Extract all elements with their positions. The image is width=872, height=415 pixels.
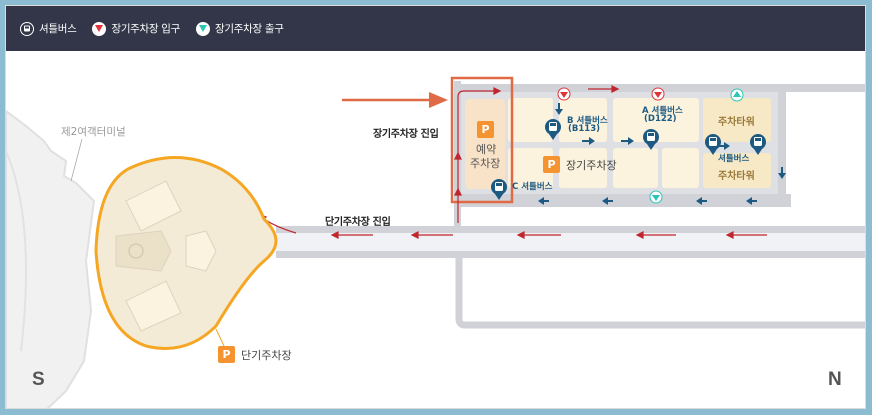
shuttle-pin-b [545, 119, 561, 140]
short-term-parking-area [94, 156, 278, 350]
compass-south: S [32, 369, 45, 390]
compass-north: N [828, 369, 842, 390]
reserved-parking-area [465, 99, 505, 189]
traffic-flow-arrows [256, 85, 767, 239]
map-frame: 셔틀버스 장기주차장 입구 장기주차장 출구 [5, 5, 866, 409]
short-term-parking-label: 단기주차장 [241, 349, 292, 362]
parking-tower-label-2: 주차타워 [718, 171, 755, 182]
shuttle-b-code: (B113) [568, 124, 600, 134]
exit-marker-1 [730, 88, 744, 102]
exit-marker-2 [649, 190, 663, 204]
long-term-parking-label: 장기주차장 [566, 159, 617, 172]
shuttle-pin-c [491, 179, 507, 200]
shuttle-c-name: C 셔틀버스 [512, 182, 553, 192]
entry-pointer-arrow [342, 92, 448, 108]
legend-label-shuttle: 셔틀버스 [39, 23, 77, 35]
reserved-parking-label-2: 주차장 [470, 157, 501, 170]
legend-label-entrance: 장기주차장 입구 [111, 23, 181, 35]
legend-label-exit: 장기주차장 출구 [215, 23, 284, 35]
long-term-entry-label: 장기주차장 진입 [373, 129, 439, 140]
map-graphics [6, 76, 865, 408]
reserved-parking-label-1: 예약 [476, 143, 497, 156]
legend-item-shuttle: 셔틀버스 [20, 21, 77, 36]
entrance-marker-2 [651, 87, 665, 101]
short-term-parking-badge: P [218, 346, 235, 363]
shuttle-bus-icon [20, 21, 34, 36]
parking-map: 제2여객터미널 장기주차장 진입 단기주차장 진입 P 예약 주차장 P 장기주… [6, 51, 865, 408]
shuttle-b-name: B 셔틀버스 [567, 116, 608, 126]
entrance-marker-1 [557, 87, 571, 101]
long-term-exit-icon [196, 21, 211, 36]
reserved-parking-highlight [450, 76, 514, 204]
short-term-leader-line [215, 328, 225, 347]
terminal-building [6, 109, 96, 408]
parking-tower-1 [703, 98, 771, 142]
legend-bar: 셔틀버스 장기주차장 입구 장기주차장 출구 [6, 6, 865, 51]
parking-tower-2 [703, 153, 771, 188]
legend-item-entrance: 장기주차장 입구 [92, 21, 180, 36]
shuttle-pin-tower-1 [705, 134, 721, 155]
terminal-label: 제2여객터미널 [61, 126, 126, 138]
parking-tower-label-1: 주차타워 [718, 117, 755, 128]
shuttle-tower-name: 셔틀버스 [718, 154, 750, 164]
shuttle-pin-tower-2 [750, 134, 766, 155]
long-term-parking-badge: P [543, 156, 560, 173]
legend-item-exit: 장기주차장 출구 [196, 21, 284, 36]
shuttle-a-name: A 셔틀버스 [642, 106, 683, 116]
shuttle-pins [491, 119, 766, 200]
shuttle-pin-a [643, 129, 659, 150]
roads [276, 81, 865, 329]
reserved-parking-badge: P [477, 121, 494, 138]
shuttle-a-code: (D122) [644, 114, 677, 124]
internal-flow-arrows [538, 103, 786, 205]
long-term-entrance-icon [92, 21, 107, 36]
short-term-entry-label: 단기주차장 진입 [325, 217, 391, 228]
terminal-leader-line [70, 138, 83, 182]
